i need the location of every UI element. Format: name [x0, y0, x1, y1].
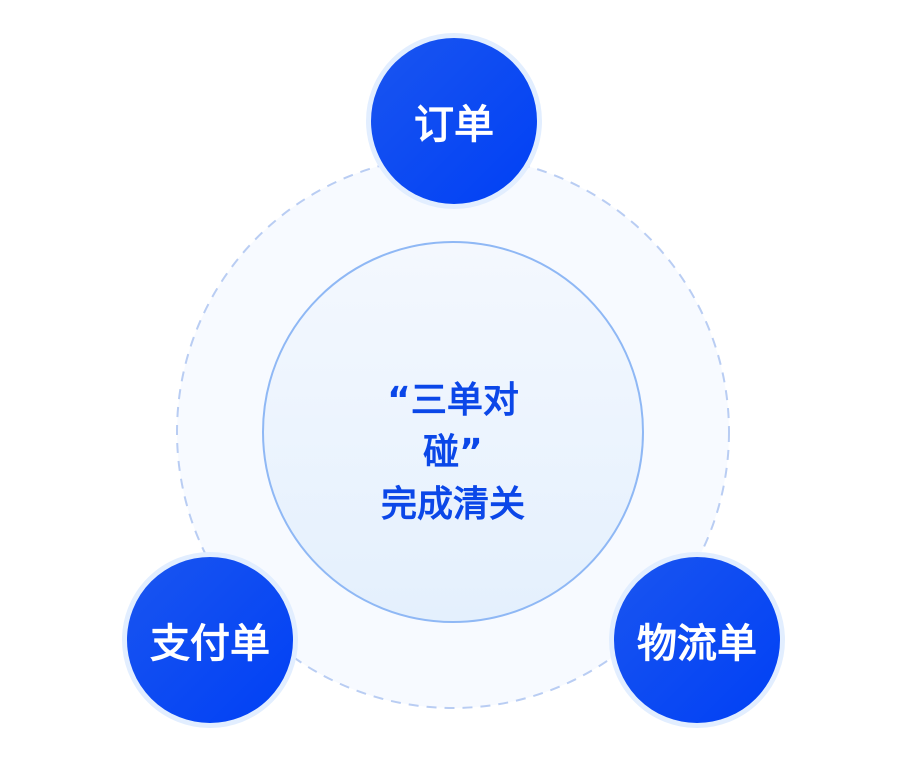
node-logistics-label: 物流单	[637, 621, 757, 667]
node-order-label: 订单	[414, 102, 494, 148]
inner-circle	[262, 241, 644, 623]
center-line-3: 完成清关	[380, 484, 525, 525]
node-order: 订单	[366, 33, 542, 209]
center-line-1: “三单对	[387, 380, 519, 421]
center-label: “三单对 碰” 完成清关	[333, 375, 573, 531]
node-payment-label: 支付单	[150, 621, 270, 667]
node-logistics: 物流单	[609, 552, 785, 728]
node-payment: 支付单	[122, 552, 298, 728]
center-line-2: 碰”	[423, 432, 483, 473]
